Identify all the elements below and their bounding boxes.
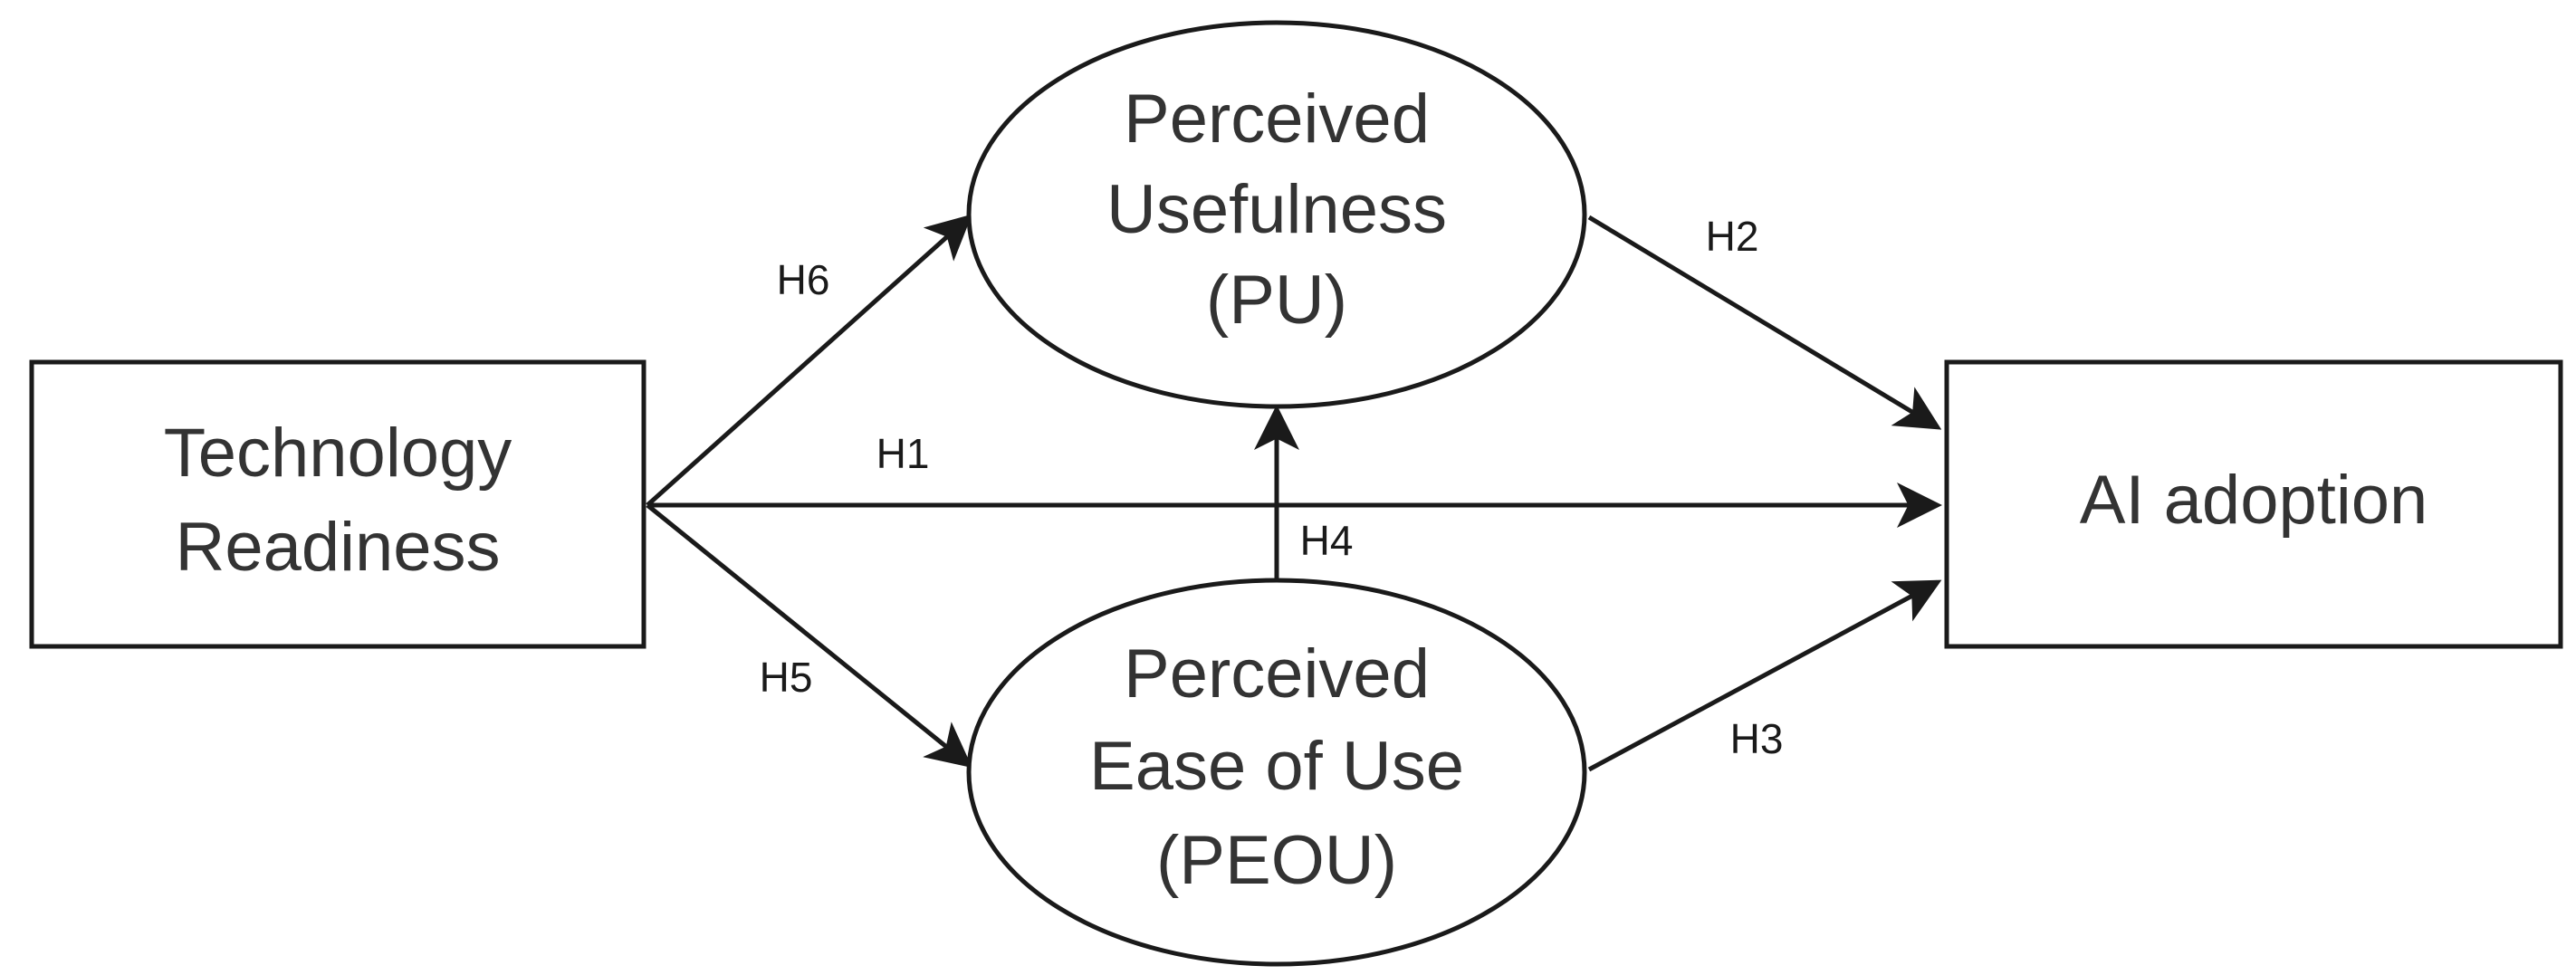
edge-label-h6: H6 (777, 256, 830, 303)
label-perceived-usefulness-line3: (PU) (1206, 262, 1347, 339)
label-perceived-ease-of-use-line3: (PEOU) (1156, 822, 1397, 899)
label-perceived-ease-of-use-line2: Ease of Use (1089, 728, 1464, 805)
edge-h5 (646, 503, 972, 769)
node-perceived-ease-of-use-ellipse (966, 578, 1587, 967)
edge-label-h2: H2 (1706, 213, 1759, 260)
label-ai-adoption: AI adoption (2080, 462, 2428, 539)
node-technology-readiness-box (29, 359, 646, 649)
edge-h2 (1587, 215, 1942, 430)
label-technology-readiness-line1: Technology (164, 415, 512, 492)
edge-h6 (646, 214, 972, 507)
edge-h3 (1587, 579, 1942, 772)
edge-label-h3: H3 (1730, 715, 1784, 762)
label-perceived-usefulness-line2: Usefulness (1106, 171, 1447, 248)
node-ai-adoption-box (1944, 359, 2563, 649)
label-perceived-usefulness-line1: Perceived (1124, 81, 1430, 158)
label-perceived-ease-of-use-line1: Perceived (1124, 636, 1430, 712)
edge-label-h4: H4 (1300, 517, 1354, 564)
label-technology-readiness-line2: Readiness (175, 509, 500, 586)
edge-label-h5: H5 (760, 654, 813, 701)
node-perceived-usefulness-ellipse (966, 20, 1587, 409)
edge-label-h1: H1 (876, 430, 930, 477)
